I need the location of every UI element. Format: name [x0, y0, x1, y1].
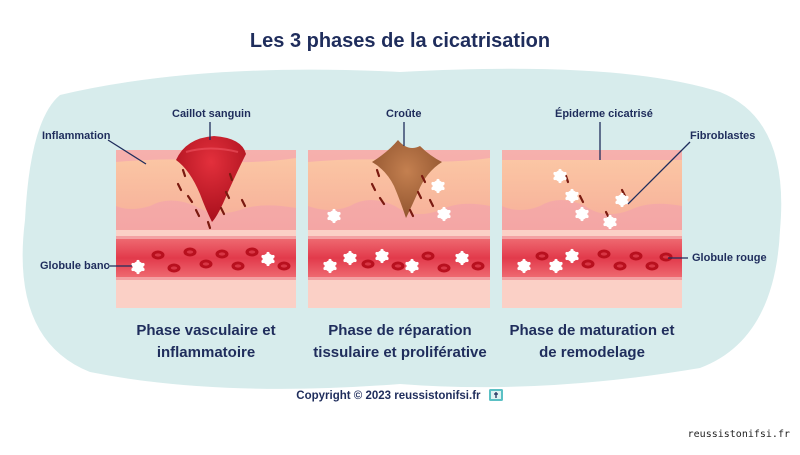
page-title: Les 3 phases de la cicatrisation	[249, 30, 551, 52]
phase-1-line-2: inflammatoire	[156, 344, 256, 361]
label-globule-rouge: Globule rouge	[692, 252, 767, 264]
phase-2-caption: Phase de réparation tissulaire et prolif…	[295, 320, 505, 364]
panel-phase-1	[116, 136, 296, 308]
copyright: Copyright © 2023 reussistonifsi.fr	[0, 388, 800, 404]
label-fibroblastes: Fibroblastes	[690, 130, 756, 142]
panel-phase-3	[502, 150, 682, 308]
phase-1-caption: Phase vasculaire et inflammatoire	[101, 320, 311, 364]
scab	[372, 140, 442, 218]
label-croute: Croûte	[386, 108, 422, 120]
blood-clot	[176, 136, 246, 222]
label-caillot-sanguin: Caillot sanguin	[172, 108, 251, 120]
watermark: reussistonifsi.fr	[687, 429, 790, 440]
phase-2-line-1: Phase de réparation	[328, 322, 472, 339]
phase-3-line-2: de remodelage	[539, 344, 645, 361]
phase-3-line-1: Phase de maturation et	[509, 322, 675, 339]
label-epiderme-cicatrise: Épiderme cicatrisé	[555, 108, 653, 120]
label-inflammation: Inflammation	[42, 130, 111, 142]
label-globule-banc: Globule banc	[40, 260, 110, 272]
panel-phase-2	[308, 140, 490, 308]
leader-lines	[107, 122, 691, 267]
phase-3-caption: Phase de maturation et de remodelage	[487, 320, 697, 364]
phase-1-line-1: Phase vasculaire et	[136, 322, 276, 339]
copyright-text: Copyright © 2023 reussistonifsi.fr	[296, 390, 481, 403]
phase-2-line-2: tissulaire et proliférative	[313, 344, 487, 361]
book-logo-icon	[488, 389, 503, 401]
